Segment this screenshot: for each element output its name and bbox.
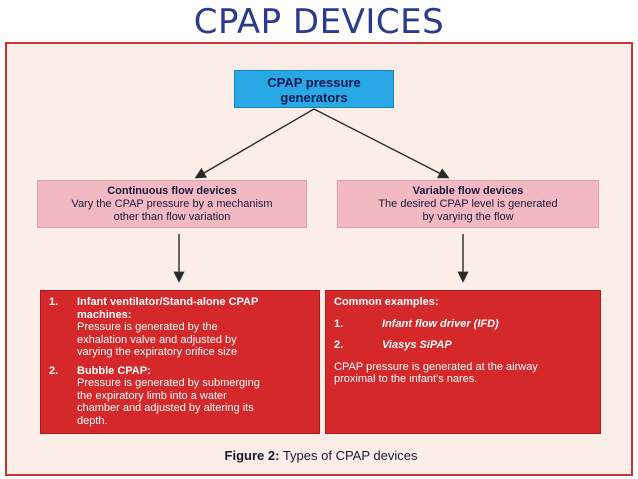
node-line-2: other than flow variation: [113, 211, 231, 223]
node-heading: Continuous flow devices: [107, 185, 237, 197]
example-name: Infant flow driver (IFD): [382, 317, 499, 330]
arrow-root-to-continuous: [194, 108, 315, 179]
item-heading: Infant ventilator/Stand-alone CPAP: [77, 296, 259, 308]
continuous-flow-details: 1. Infant ventilator/Stand-alone CPAP ma…: [40, 290, 320, 434]
root-line-1: CPAP pressure: [267, 75, 361, 90]
node-line-1: Vary the CPAP pressure by a mechanism: [71, 198, 273, 210]
node-line-2: by varying the flow: [422, 211, 514, 223]
figure-caption: Figure 2: Types of CPAP devices: [7, 448, 635, 463]
example-number: 2.: [334, 339, 344, 351]
caption-text: Types of CPAP devices: [282, 448, 418, 463]
item-heading: Bubble CPAP:: [77, 364, 151, 377]
root-line-2: generators: [280, 90, 348, 105]
item-body: depth.: [77, 414, 108, 427]
examples-heading: Common examples:: [334, 296, 439, 308]
list-item: 1. Infant ventilator/Stand-alone CPAP ma…: [49, 296, 311, 359]
item-body: Pressure is generated by the: [77, 321, 218, 333]
figure-frame: CPAP pressure generators Continuous flow…: [5, 42, 633, 476]
slide-title: CPAP DEVICES: [193, 2, 445, 42]
node-line-1: The desired CPAP level is generated: [378, 198, 558, 210]
item-body: chamber and adjusted by altering its: [77, 402, 254, 414]
item-body: exhalation valve and adjusted by: [77, 333, 237, 346]
root-node-cpap-pressure-generators: CPAP pressure generators: [234, 70, 394, 108]
list-item: 1. Infant flow driver (IFD): [334, 318, 592, 331]
node-heading: Variable flow devices: [412, 185, 524, 197]
note-line-2: proximal to the infant's nares.: [334, 373, 478, 385]
example-number: 1.: [334, 317, 344, 330]
arrow-root-to-variable: [313, 108, 450, 179]
note-line-1: CPAP pressure is generated at the airway: [334, 360, 538, 373]
node-continuous-flow-devices: Continuous flow devices Vary the CPAP pr…: [37, 180, 307, 228]
example-name: Viasys SiPAP: [382, 339, 452, 351]
list-item: 2. Bubble CPAP: Pressure is generated by…: [49, 365, 311, 428]
node-variable-flow-devices: Variable flow devices The desired CPAP l…: [337, 180, 599, 228]
item-body: the expiratory limb into a water: [77, 389, 227, 402]
variable-flow-details: Common examples: 1. Infant flow driver (…: [325, 290, 601, 434]
item-body: varying the expiratory orifice size: [77, 346, 238, 358]
item-heading: machines:: [77, 308, 132, 321]
list-item: 2. Viasys SiPAP: [334, 339, 592, 352]
item-number: 1.: [49, 296, 59, 308]
item-body: Pressure is generated by submerging: [77, 377, 260, 389]
item-number: 2.: [49, 364, 59, 377]
caption-label: Figure 2:: [224, 448, 280, 463]
connector-arrows: [173, 108, 469, 283]
